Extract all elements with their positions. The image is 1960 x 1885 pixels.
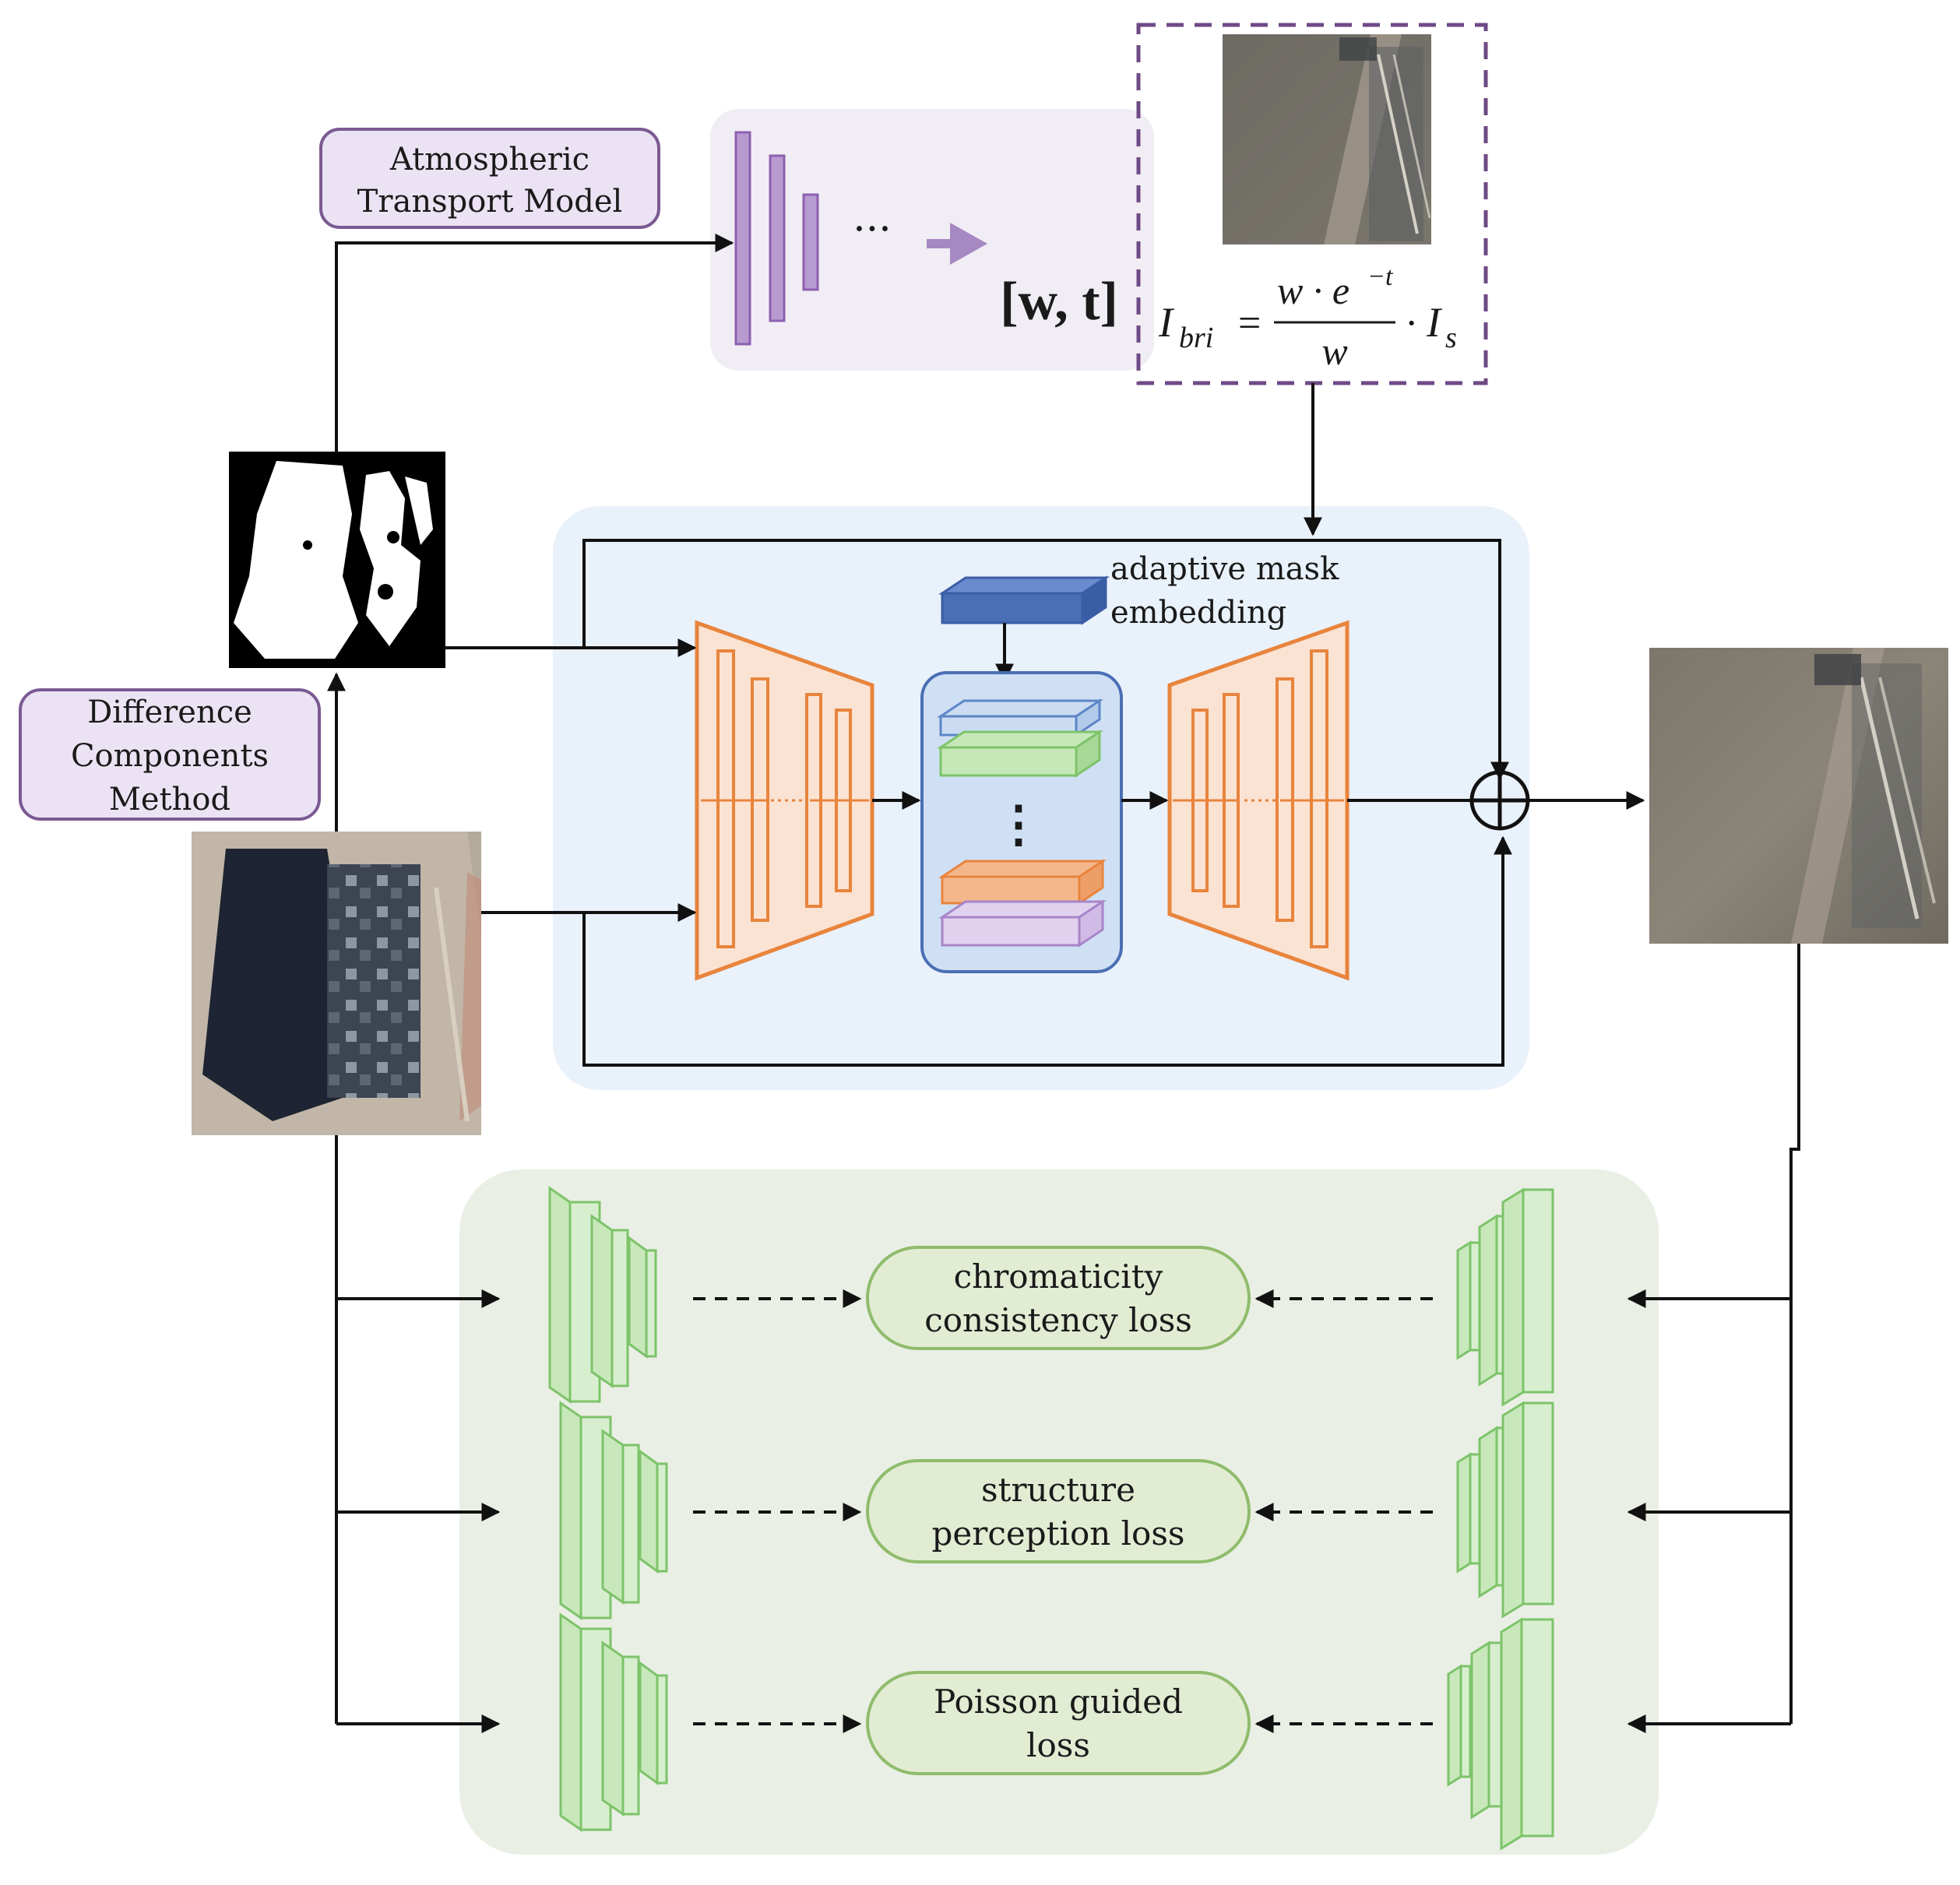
difference-method-label-line1: Difference [87, 695, 252, 730]
feature-extractor-left-3 [559, 1612, 668, 1832]
difference-method-label-box [19, 688, 321, 821]
formula-rhs: I [1426, 299, 1443, 346]
input-column: Difference Components Method [19, 452, 481, 1135]
arrow-right-icon [927, 223, 987, 265]
unet-decoder [1167, 620, 1349, 981]
params-label: [w, t] [1000, 272, 1118, 332]
adaptive-mask-label-line2: embedding [1110, 595, 1286, 631]
brightness-formula-group: I bri = w · e −t w · I s [1136, 23, 1488, 385]
estimator-bar-1 [734, 131, 751, 346]
brightened-image-thumbnail [1223, 34, 1431, 244]
shadow-mask-image [229, 452, 445, 668]
unet-encoder [695, 620, 874, 981]
formula-rhs-subscript: s [1445, 322, 1457, 354]
input-connectors [327, 234, 1645, 922]
formula-denominator: w [1321, 329, 1347, 373]
atmospheric-model-label-line1: Atmospheric [389, 142, 589, 178]
feature-extractor-right-3 [1447, 1617, 1554, 1851]
loss-row-poisson: Poisson guided loss [559, 1612, 1554, 1851]
difference-method-label-line3: Method [109, 782, 230, 818]
estimator-ellipsis: ··· [853, 206, 892, 253]
structure-loss-box [866, 1459, 1251, 1563]
atmospheric-model-label-box [319, 128, 660, 229]
skip-connection-top [582, 539, 1509, 781]
bottleneck-vertical-dots: ⋮ [994, 795, 1043, 853]
feature-extractor-left-1 [548, 1186, 657, 1404]
structure-loss-line2: perception loss [932, 1514, 1185, 1553]
loss-row-chromaticity: chromaticity consistency loss [548, 1186, 1554, 1407]
circled-plus-icon [1469, 770, 1530, 831]
loss-panel-group: chromaticity consistency loss [335, 944, 1800, 1855]
poisson-loss-line2: loss [1026, 1726, 1090, 1764]
estimator-bar-2 [769, 154, 786, 322]
formula-rhs-dot: · [1405, 301, 1418, 346]
formula-numerator-exponent: −t [1367, 262, 1394, 291]
skip-connection-bottom [582, 835, 1512, 1067]
poisson-loss-line1: Poisson guided [934, 1683, 1183, 1721]
loss-row-structure: structure perception loss [559, 1401, 1554, 1620]
chromaticity-loss-line1: chromaticity [954, 1257, 1163, 1296]
adaptive-mask-label-line1: adaptive mask [1110, 551, 1339, 587]
estimator-bar-3 [802, 193, 819, 291]
formula-equals: = [1238, 301, 1261, 346]
poisson-loss-box [866, 1671, 1251, 1775]
shadow-input-image [192, 832, 481, 1135]
formula-lhs-subscript: bri [1179, 322, 1213, 354]
chromaticity-loss-line2: consistency loss [924, 1301, 1192, 1339]
difference-method-label-line2: Components [71, 738, 269, 774]
atmospheric-model-label-line2: Transport Model [357, 184, 623, 220]
feature-extractor-left-2 [559, 1401, 668, 1620]
chromaticity-loss-box [866, 1246, 1251, 1350]
feature-extractor-right-2 [1456, 1401, 1554, 1619]
feature-extractor-right-1 [1456, 1187, 1554, 1407]
formula-lhs: I [1158, 299, 1175, 346]
structure-loss-line1: structure [981, 1471, 1135, 1509]
atmospheric-model-group: Atmospheric Transport Model ··· [w, t] [319, 109, 1154, 371]
unet-panel-group: adaptive mask embedding ⋮ [553, 506, 1530, 1090]
bottleneck-block: ⋮ [920, 671, 1123, 973]
adaptive-mask-embedding [938, 575, 1110, 683]
output-deshadowed-image [1649, 648, 1948, 944]
formula-numerator: w · e [1277, 269, 1349, 312]
